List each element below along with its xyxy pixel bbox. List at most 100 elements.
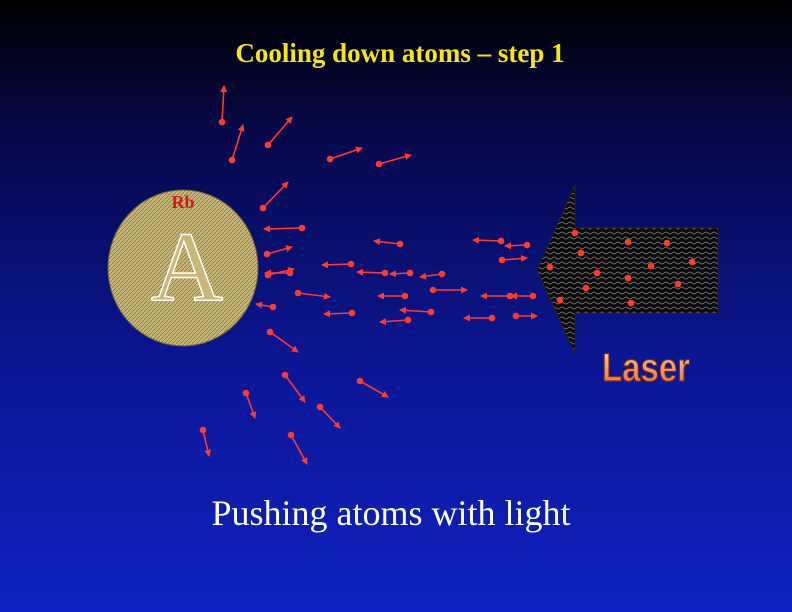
atom-21: [429, 286, 468, 294]
atom-26: [510, 292, 537, 300]
atom-8: [263, 245, 293, 258]
atom-dot: [556, 296, 564, 304]
atom-velocity-arrow: [220, 85, 228, 123]
atom-13: [356, 268, 389, 277]
atom-42: [556, 296, 564, 304]
atom-16: [472, 236, 505, 245]
atom-velocity-arrow: [266, 245, 293, 255]
atom-36: [647, 262, 655, 270]
atom-39: [624, 274, 632, 282]
atom-dot: [546, 263, 554, 271]
atom-1: [218, 85, 228, 126]
atom-velocity-arrow: [202, 429, 212, 457]
atom-dot: [577, 249, 585, 257]
atom-45: [242, 389, 257, 419]
atom-38: [582, 284, 590, 292]
atom-29: [498, 254, 528, 264]
atom-velocity-arrow: [321, 261, 352, 269]
atom-46: [316, 403, 341, 429]
atom-velocity-arrow: [284, 374, 306, 403]
atom-velocity-arrow: [297, 292, 331, 300]
atom-3: [264, 116, 293, 149]
atom-dot: [624, 274, 632, 282]
atom-20: [377, 292, 409, 300]
atom-velocity-arrow: [267, 116, 293, 146]
atom-43: [266, 328, 299, 353]
atom-dot: [674, 280, 682, 288]
atom-10: [264, 269, 294, 277]
atom-velocity-arrow: [379, 318, 409, 326]
atom-31: [624, 238, 632, 246]
atom-44: [281, 371, 306, 403]
atom-33: [577, 249, 585, 257]
atom-48: [199, 426, 212, 457]
source-label: Rb: [171, 192, 194, 212]
atom-41: [627, 299, 635, 307]
atom-47: [356, 377, 389, 398]
atom-15: [373, 238, 404, 248]
atom-velocity-arrow: [329, 146, 363, 160]
atom-27: [463, 314, 496, 322]
atom-32: [663, 239, 671, 247]
laser-label: Laser: [602, 346, 690, 390]
atom-velocity-arrow: [255, 301, 274, 309]
atom-dot: [624, 238, 632, 246]
atom-dot: [688, 258, 696, 266]
atom-velocity-arrow: [359, 380, 389, 398]
atom-28: [512, 312, 538, 320]
atom-dot: [647, 262, 655, 270]
atom-18: [504, 241, 531, 250]
atom-37: [688, 258, 696, 266]
atom-22: [323, 309, 356, 318]
atom-source: Rb A: [107, 189, 259, 347]
atom-dot: [663, 239, 671, 247]
laser-beam: Laser: [536, 184, 719, 391]
atom-velocity-arrow: [356, 268, 386, 276]
atom-dot: [571, 229, 579, 237]
atom-12: [321, 260, 355, 269]
source-symbol: A: [151, 211, 223, 322]
atom-14: [389, 269, 414, 278]
atoms: [199, 85, 696, 465]
atom-40: [674, 280, 682, 288]
atom-dot: [582, 284, 590, 292]
atom-19: [294, 289, 331, 300]
atom-velocity-arrow: [399, 306, 432, 314]
atom-7: [263, 224, 306, 233]
atom-dot: [593, 269, 601, 277]
atom-velocity-arrow: [504, 242, 528, 250]
atom-2: [228, 124, 245, 164]
atom-source-disk-icon: [107, 189, 259, 347]
atom-49: [287, 431, 308, 465]
atom-34: [546, 263, 554, 271]
atom-11: [255, 301, 277, 311]
atom-velocity-arrow: [269, 331, 299, 353]
laser-arrow-icon: [536, 184, 719, 355]
atom-dot: [627, 299, 635, 307]
atom-velocity-arrow: [290, 434, 308, 465]
atom-25: [480, 292, 514, 300]
atom-35: [593, 269, 601, 277]
atom-velocity-arrow: [472, 236, 502, 244]
atom-23: [379, 316, 412, 326]
atom-17: [419, 270, 446, 280]
atom-velocity-arrow: [378, 153, 412, 165]
atom-24: [399, 306, 435, 316]
atom-30: [571, 229, 579, 237]
atom-velocity-arrow: [501, 254, 528, 262]
atom-velocity-arrow: [245, 392, 257, 419]
atom-velocity-arrow: [323, 310, 353, 318]
slide-title: Cooling down atoms – step 1: [235, 38, 565, 68]
atom-5: [375, 153, 412, 168]
atom-velocity-arrow: [231, 124, 245, 161]
atom-velocity-arrow: [262, 181, 289, 209]
atom-velocity-arrow: [389, 270, 411, 278]
atom-velocity-arrow: [263, 225, 303, 233]
atom-6: [259, 181, 289, 212]
atom-velocity-arrow: [419, 272, 443, 280]
atom-velocity-arrow: [319, 406, 341, 429]
atom-velocity-arrow: [373, 238, 401, 246]
atom-4: [326, 146, 363, 163]
